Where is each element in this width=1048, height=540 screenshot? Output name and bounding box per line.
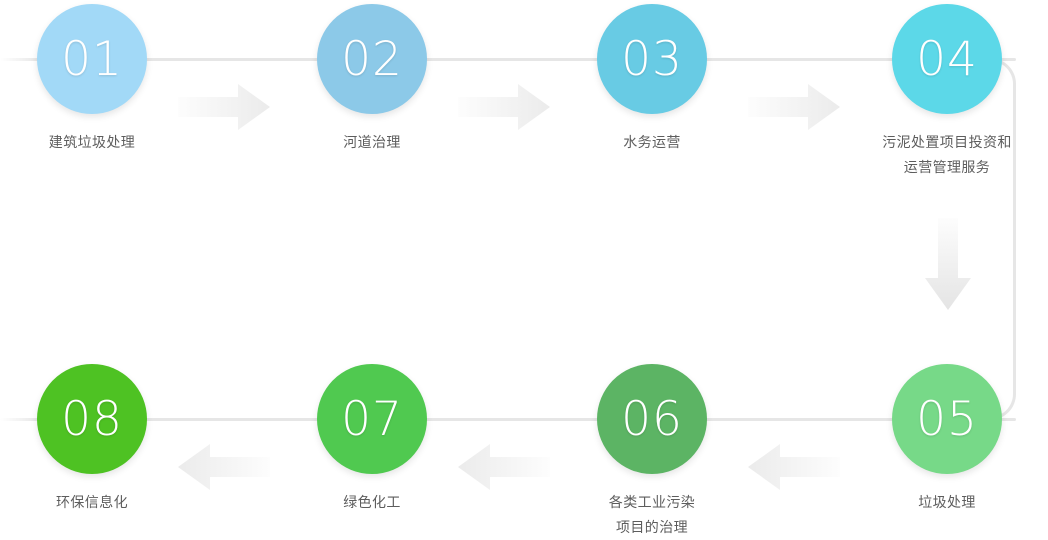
flow-node-07[interactable]: 07 绿色化工 <box>286 364 458 515</box>
flow-node-04-bubble[interactable]: 04 <box>892 4 1002 114</box>
flow-node-05-bubble[interactable]: 05 <box>892 364 1002 474</box>
flow-node-02[interactable]: 02 河道治理 <box>286 4 458 155</box>
flow-node-01-number: 01 <box>61 31 123 87</box>
flow-node-05[interactable]: 05 垃圾处理 <box>861 364 1033 515</box>
flow-node-03-number: 03 <box>621 31 683 87</box>
flow-node-08-number: 08 <box>61 391 123 447</box>
flow-node-08[interactable]: 08 环保信息化 <box>6 364 178 515</box>
flow-node-07-bubble[interactable]: 07 <box>317 364 427 474</box>
flow-node-04-label: 污泥处置项目投资和 运营管理服务 <box>882 134 1012 175</box>
flow-node-02-number: 02 <box>341 31 403 87</box>
arrow-01-to-02-icon <box>178 84 270 130</box>
arrow-05-to-06-icon <box>748 444 840 490</box>
flow-node-05-label: 垃圾处理 <box>918 494 976 510</box>
flow-node-06-number: 06 <box>621 391 683 447</box>
flow-node-02-bubble[interactable]: 02 <box>317 4 427 114</box>
flow-node-03[interactable]: 03 水务运营 <box>566 4 738 155</box>
flow-node-01-label: 建筑垃圾处理 <box>48 134 136 150</box>
flow-node-06-bubble[interactable]: 06 <box>597 364 707 474</box>
flow-node-03-bubble[interactable]: 03 <box>597 4 707 114</box>
flow-node-04-number: 04 <box>916 31 978 87</box>
flow-node-07-number: 07 <box>341 391 403 447</box>
flow-node-03-label: 水务运营 <box>623 134 681 150</box>
flow-node-02-label: 河道治理 <box>343 134 401 150</box>
arrow-02-to-03-icon <box>458 84 550 130</box>
arrow-06-to-07-icon <box>458 444 550 490</box>
flow-node-08-bubble[interactable]: 08 <box>37 364 147 474</box>
arrow-04-to-05-icon <box>925 218 971 310</box>
flow-node-01[interactable]: 01 建筑垃圾处理 <box>6 4 178 155</box>
flow-node-07-label: 绿色化工 <box>343 494 401 510</box>
flow-node-05-number: 05 <box>916 391 978 447</box>
flow-node-08-label: 环保信息化 <box>56 494 128 510</box>
flow-node-06[interactable]: 06 各类工业污染 项目的治理 <box>566 364 738 540</box>
flow-node-04[interactable]: 04 污泥处置项目投资和 运营管理服务 <box>861 4 1033 180</box>
flow-node-06-label: 各类工业污染 项目的治理 <box>608 494 696 535</box>
arrow-03-to-04-icon <box>748 84 840 130</box>
flow-node-01-bubble[interactable]: 01 <box>37 4 147 114</box>
arrow-07-to-08-icon <box>178 444 270 490</box>
